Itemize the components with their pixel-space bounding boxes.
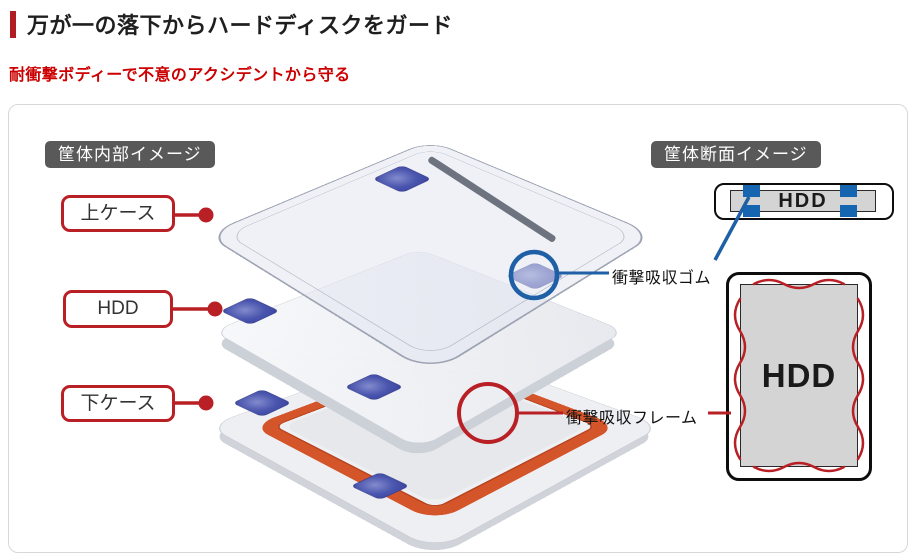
hdd-illustration bbox=[212, 249, 626, 450]
top-case-vent-slit bbox=[427, 155, 557, 244]
rubber-pad-highlighted bbox=[505, 262, 565, 290]
highlight-circle-frame bbox=[457, 382, 519, 444]
diagram-panel: 筐体内部イメージ 筐体断面イメージ 上ケース HDD 下ケース 衝撃吸収ゴム 衝… bbox=[8, 104, 908, 559]
callout-hdd: HDD bbox=[63, 290, 173, 328]
title-accent-bar bbox=[10, 10, 16, 38]
rubber-pad bbox=[505, 352, 565, 380]
annotation-shock-rubber: 衝撃吸収ゴム bbox=[612, 270, 712, 287]
page-title: 万が一の落下からハードディスクをガード bbox=[10, 8, 453, 40]
cross-section-hdd-label: HDD bbox=[730, 190, 876, 212]
badge-internal-view: 筐体内部イメージ bbox=[45, 141, 215, 168]
top-case-illustration bbox=[204, 140, 657, 375]
callout-bottom-case: 下ケース bbox=[61, 385, 175, 422]
top-case-inner-line bbox=[226, 147, 635, 359]
bottom-case-thickness bbox=[207, 351, 661, 559]
rubber-pad-section bbox=[840, 185, 857, 197]
connector-dot bbox=[198, 207, 214, 223]
rubber-pad-section bbox=[743, 205, 760, 217]
rubber-pad bbox=[232, 389, 292, 417]
rubber-pad bbox=[350, 472, 410, 500]
cross-section-horizontal: HDD bbox=[714, 183, 894, 220]
badge-cross-section-view: 筐体断面イメージ bbox=[651, 141, 821, 168]
rubber-pad-section bbox=[743, 185, 760, 197]
connector-dot bbox=[198, 395, 214, 411]
page-subtitle: 耐衝撃ボディーで不意のアクシデントから守る bbox=[9, 67, 351, 84]
rubber-pad-section bbox=[840, 205, 857, 217]
shock-frame-wave-lines bbox=[733, 278, 865, 473]
annotation-shock-frame: 衝撃吸収フレーム bbox=[566, 410, 698, 427]
connector-dot bbox=[207, 301, 223, 317]
rubber-pad bbox=[220, 297, 280, 325]
bottom-case-illustration bbox=[207, 343, 663, 552]
cross-section-hdd-label: HDD bbox=[740, 284, 858, 467]
callout-top-case: 上ケース bbox=[61, 195, 175, 232]
shock-frame-illustration bbox=[251, 356, 619, 523]
highlight-circle-rubber bbox=[508, 249, 560, 301]
page-title-text: 万が一の落下からハードディスクをガード bbox=[27, 13, 453, 38]
rubber-pad bbox=[344, 373, 404, 401]
rubber-pad bbox=[372, 165, 432, 193]
hdd-slab-thickness bbox=[212, 260, 624, 460]
bottom-case-floor bbox=[282, 367, 588, 504]
cross-section-vertical: HDD bbox=[726, 272, 872, 481]
